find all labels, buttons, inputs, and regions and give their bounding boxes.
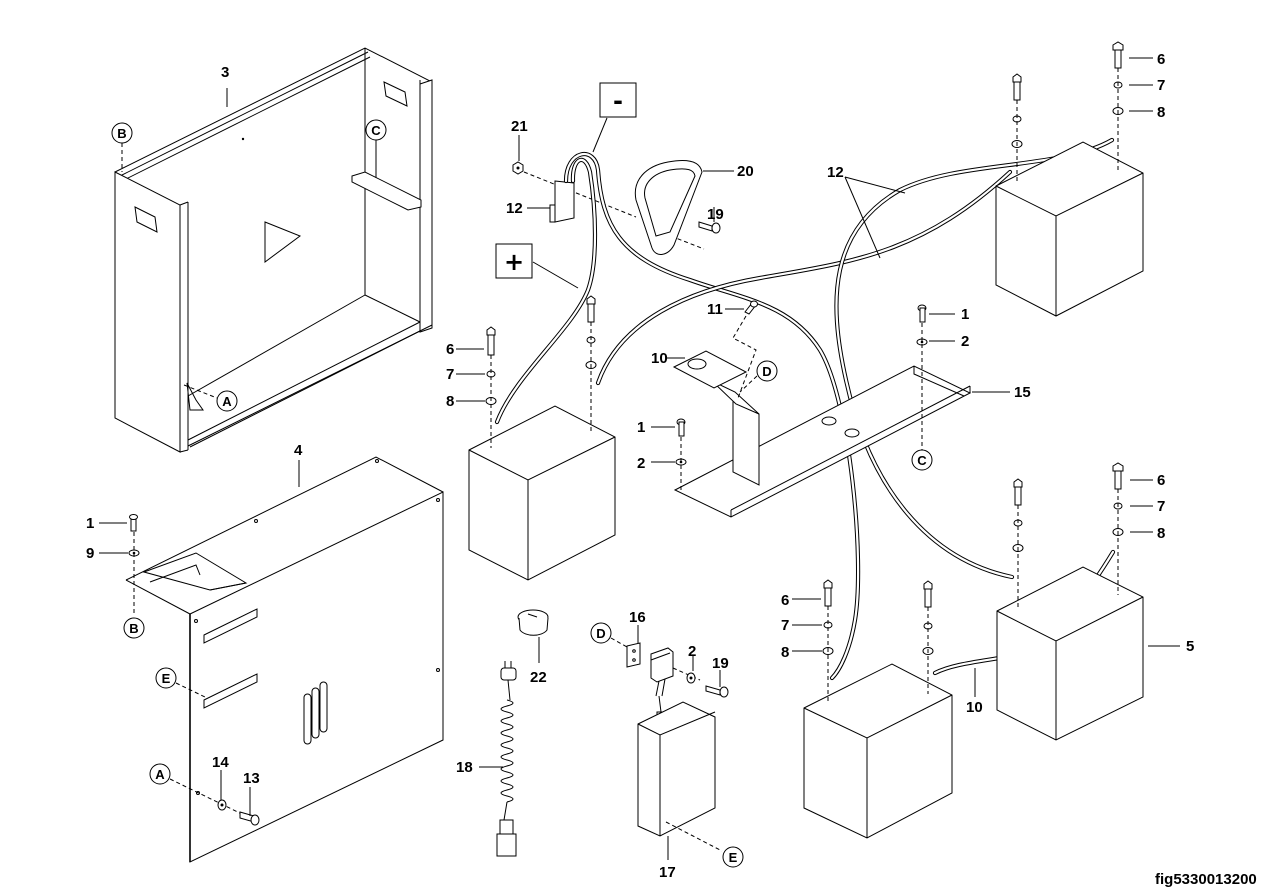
- marker-d-plate: D: [590, 622, 628, 648]
- callout-19-charger: 19: [712, 655, 729, 672]
- battery-5: [996, 566, 1144, 741]
- mounting-plate-16: [626, 642, 641, 668]
- nut-14: [217, 799, 227, 811]
- bolt-stack-left-pos: [485, 326, 497, 448]
- svg-text:D: D: [762, 364, 771, 379]
- callout-20: 20: [737, 163, 754, 180]
- callout-18: 18: [456, 759, 473, 776]
- bolt-stack-top-right-neg: [1011, 73, 1023, 184]
- callout-8-bottom-right: 8: [1157, 525, 1165, 542]
- callout-3: 3: [221, 64, 229, 81]
- callout-2-bracket-right: 2: [961, 333, 969, 350]
- screw-1-cover: [128, 514, 140, 616]
- battery-left: [468, 405, 616, 581]
- bolt-stack-top-right-pos: [1112, 41, 1124, 172]
- screw-13: [239, 811, 260, 826]
- callout-7-bottom: 7: [781, 617, 789, 634]
- enclosure-frame: [114, 47, 433, 453]
- callout-15: 15: [1014, 384, 1031, 401]
- cover-panel: [125, 456, 444, 863]
- marker-a-frame: A: [183, 384, 238, 412]
- callout-10-bracket: 10: [651, 350, 668, 367]
- callout-8-bottom: 8: [781, 644, 789, 661]
- nut-21: [512, 161, 524, 175]
- callout-16: 16: [629, 609, 646, 626]
- figure-id: fig5330013200: [1155, 871, 1257, 888]
- marker-d-bracket: D: [739, 360, 778, 393]
- callout-11: 11: [707, 301, 723, 318]
- svg-text:A: A: [222, 394, 232, 409]
- marker-c-base: C: [911, 449, 933, 471]
- callout-12-connector: 12: [506, 200, 523, 217]
- bolt-stack-left-neg: [585, 295, 597, 434]
- callout-12-cable: 12: [827, 164, 844, 181]
- callout-7-left: 7: [446, 366, 454, 383]
- callout-1-cover: 1: [86, 515, 94, 532]
- svg-text:B: B: [129, 621, 138, 636]
- callout-4: 4: [294, 442, 303, 459]
- bracket-10: [672, 350, 748, 389]
- bolt-stack-bottom-right-pos: [1112, 462, 1124, 595]
- callout-6-left: 6: [446, 341, 454, 358]
- callout-1-bracket-left: 1: [637, 419, 645, 436]
- callout-13: 13: [243, 770, 260, 787]
- negative-polarity-sign: -: [592, 82, 637, 153]
- callout-8-top-right: 8: [1157, 104, 1165, 121]
- svg-text:D: D: [596, 626, 605, 641]
- connector-12: [549, 180, 575, 223]
- svg-text:E: E: [162, 671, 171, 686]
- screw-19-charger: [705, 685, 729, 698]
- bolt-stack-bottom-center-pos: [822, 579, 834, 704]
- screw-11: [744, 300, 758, 315]
- svg-text:A: A: [155, 767, 165, 782]
- callout-7-top-right: 7: [1157, 77, 1165, 94]
- marker-e-charger: E: [665, 821, 744, 868]
- screw-1-bracket-right: [916, 304, 928, 450]
- svg-text:C: C: [917, 453, 927, 468]
- charger-17: [637, 701, 716, 837]
- callout-6-top-right: 6: [1157, 51, 1165, 68]
- callout-8-left: 8: [446, 393, 454, 410]
- charger-cord-18: [496, 661, 517, 857]
- base-bracket-15: [673, 365, 972, 518]
- cap-22: [517, 609, 549, 636]
- callout-21: 21: [511, 118, 528, 135]
- positive-polarity-sign: +: [495, 243, 579, 289]
- bolt-stack-bottom-right-neg: [1012, 478, 1024, 607]
- marker-e-cover: E: [155, 667, 206, 698]
- callout-7-bottom-right: 7: [1157, 498, 1165, 515]
- callout-6-bottom: 6: [781, 592, 789, 609]
- callout-9: 9: [86, 545, 94, 562]
- screw-19-handle: [698, 221, 721, 234]
- handle-20: [634, 159, 703, 255]
- svg-text:C: C: [371, 123, 381, 138]
- callout-2-charger: 2: [688, 643, 696, 660]
- callout-22: 22: [530, 669, 547, 686]
- callout-5: 5: [1186, 638, 1194, 655]
- callout-6-bottom-right: 6: [1157, 472, 1165, 489]
- marker-b-frame: B: [111, 122, 133, 172]
- svg-text:-: -: [613, 87, 623, 115]
- screw-1-bracket-left: [675, 418, 687, 490]
- cables: [494, 137, 1116, 681]
- battery-top-right: [995, 141, 1144, 317]
- battery-bottom-center: [803, 663, 953, 839]
- marker-b-cover: B: [123, 617, 145, 639]
- bolt-stack-bottom-center-neg: [922, 580, 934, 694]
- callout-1-bracket-right: 1: [961, 306, 969, 323]
- svg-text:E: E: [729, 850, 738, 865]
- callout-2-bracket-left: 2: [637, 455, 645, 472]
- marker-a-cover: A: [149, 763, 251, 819]
- callout-17: 17: [659, 864, 676, 881]
- washer-2-charger: [686, 672, 696, 684]
- callout-19-handle: 19: [707, 206, 724, 223]
- callout-14: 14: [212, 754, 229, 771]
- marker-c-frame: C: [365, 119, 387, 178]
- svg-text:+: +: [504, 248, 524, 276]
- callout-10-cable: 10: [966, 699, 983, 716]
- svg-text:B: B: [117, 126, 126, 141]
